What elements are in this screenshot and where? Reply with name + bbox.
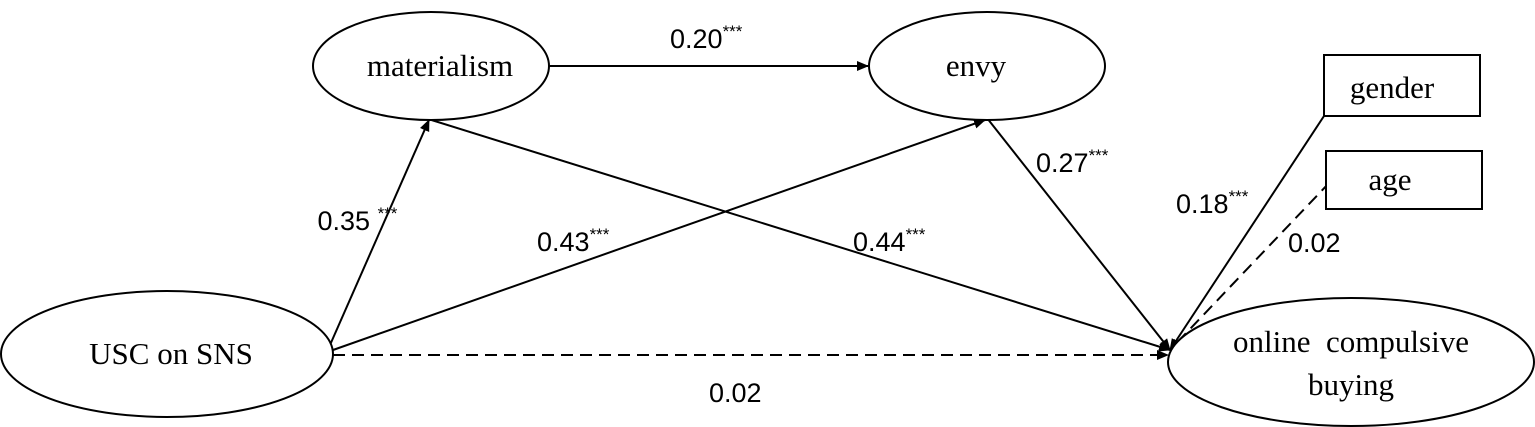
coef-envy-ocb: 0.27*** <box>1036 146 1109 178</box>
edge-materialism-ocb <box>424 117 1171 352</box>
node-ocb-label-line2: buying <box>1308 367 1394 402</box>
coef-usc-envy-value: 0.43 <box>537 227 590 257</box>
node-usc-on-sns-label: USC on SNS <box>89 336 253 371</box>
node-gender-label: gender <box>1350 70 1435 105</box>
coef-materialism-ocb: 0.44*** <box>853 225 926 257</box>
edge-usc-materialism <box>329 119 430 346</box>
node-envy: envy <box>868 11 1106 121</box>
coef-usc-envy: 0.43*** <box>537 225 610 257</box>
node-age: age <box>1325 150 1483 210</box>
edge-gender-ocb <box>1169 115 1325 351</box>
coef-age-ocb: 0.02 <box>1288 228 1341 258</box>
coef-materialism-ocb-value: 0.44 <box>853 227 906 257</box>
coef-usc-materialism-value: 0.35 <box>318 206 378 236</box>
node-ocb-label-line1: online compulsive <box>1233 324 1469 359</box>
node-usc-on-sns: USC on SNS <box>0 290 334 418</box>
coef-materialism-ocb-sig: *** <box>906 225 926 244</box>
coef-gender-ocb-sig: *** <box>1229 187 1249 206</box>
edge-usc-envy <box>332 118 986 351</box>
coef-materialism-envy-value: 0.20 <box>670 24 723 54</box>
coef-gender-ocb: 0.18*** <box>1176 187 1249 219</box>
coef-usc-materialism-sig: *** <box>378 204 398 223</box>
edge-envy-ocb <box>986 117 1171 351</box>
node-online-compulsive-buying: online compulsive buying <box>1167 297 1535 427</box>
coef-envy-ocb-sig: *** <box>1089 146 1109 165</box>
coef-gender-ocb-value: 0.18 <box>1176 189 1229 219</box>
coef-usc-envy-sig: *** <box>590 225 610 244</box>
edge-age-ocb <box>1169 181 1331 351</box>
node-materialism-label: materialism <box>367 48 513 83</box>
coef-envy-ocb-value: 0.27 <box>1036 148 1089 178</box>
node-materialism: materialism <box>312 11 550 121</box>
node-gender: gender <box>1323 54 1481 117</box>
node-age-label: age <box>1368 162 1411 197</box>
coef-materialism-envy-sig: *** <box>723 22 743 41</box>
node-envy-label: envy <box>946 48 1007 83</box>
coef-usc-materialism: 0.35 *** <box>280 195 420 236</box>
coef-materialism-envy: 0.20*** <box>670 22 743 54</box>
coef-usc-ocb: 0.02 <box>709 378 762 408</box>
